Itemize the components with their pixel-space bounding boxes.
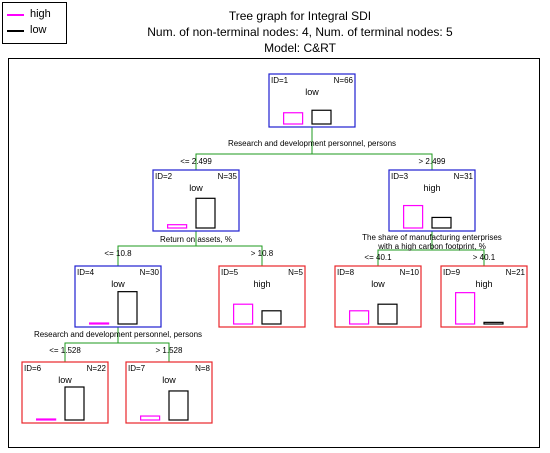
split-left-condition: <= 2.499 — [180, 157, 212, 166]
node-count: N=21 — [506, 268, 526, 277]
node-count: N=10 — [400, 268, 420, 277]
node-class-label: low — [58, 375, 72, 385]
split-edge — [377, 231, 485, 266]
split-left-condition: <= 40.1 — [364, 253, 392, 262]
split-variable-label: Research and development personnel, pers… — [228, 139, 396, 148]
node-bar-low — [117, 291, 138, 325]
split-right-condition: > 1.528 — [156, 346, 183, 355]
node-class-label: low — [305, 87, 319, 97]
node-bar-low — [261, 310, 282, 325]
node-class-label: low — [189, 183, 203, 193]
split-variable-label: Return on assets, % — [160, 235, 232, 244]
node-id: ID=6 — [24, 364, 42, 373]
split-left-condition: <= 1.528 — [49, 346, 81, 355]
legend-swatch-low — [7, 30, 24, 32]
node-bar-low — [168, 390, 189, 421]
node-bar-low — [377, 303, 398, 325]
node-bar-high — [349, 310, 370, 325]
split-left-condition: <= 10.8 — [104, 249, 132, 258]
node-bar-high — [140, 415, 161, 421]
node-bar-low — [64, 386, 85, 421]
node-class-label: high — [475, 279, 492, 289]
node-id: ID=7 — [128, 364, 146, 373]
node-id: ID=1 — [271, 76, 289, 85]
node-bar-high — [403, 204, 424, 229]
legend: high low — [2, 2, 67, 44]
node-bar-low — [431, 216, 452, 229]
node-count-summary: Num. of non-terminal nodes: 4, Num. of t… — [147, 25, 453, 39]
node-bar-high — [167, 224, 188, 229]
node-id: ID=9 — [443, 268, 461, 277]
node-bar-high — [89, 322, 110, 325]
node-bar-low — [195, 197, 216, 229]
split-edge — [195, 127, 433, 170]
legend-label-high: high — [30, 8, 51, 20]
chart-title: Tree graph for Integral SDI — [228, 9, 372, 23]
split-variable-label: Research and development personnel, pers… — [34, 330, 202, 339]
node-count: N=35 — [218, 172, 238, 181]
split-edge — [117, 231, 263, 266]
node-bar-low — [311, 109, 332, 125]
legend-label-low: low — [30, 24, 47, 36]
node-count: N=22 — [87, 364, 107, 373]
split-variable-label: The share of manufacturing enterprises — [362, 233, 502, 242]
node-count: N=8 — [195, 364, 210, 373]
split-right-condition: > 2.499 — [419, 157, 446, 166]
split-right-condition: > 10.8 — [251, 249, 274, 258]
node-count: N=31 — [454, 172, 474, 181]
node-count: N=30 — [140, 268, 160, 277]
node-id: ID=4 — [77, 268, 95, 277]
split-edge — [64, 327, 170, 362]
node-class-label: high — [253, 279, 270, 289]
node-bar-high — [233, 303, 254, 325]
node-class-label: low — [162, 375, 176, 385]
node-bar-low — [483, 321, 504, 325]
node-id: ID=3 — [391, 172, 409, 181]
split-right-condition: > 40.1 — [473, 253, 496, 262]
node-count: N=66 — [334, 76, 354, 85]
legend-swatch-high — [7, 14, 24, 16]
node-id: ID=2 — [155, 172, 173, 181]
node-count: N=5 — [288, 268, 303, 277]
model-name: Model: C&RT — [264, 41, 336, 55]
node-class-label: low — [111, 279, 125, 289]
split-variable-label: with a high carbon footprint, % — [377, 242, 486, 251]
node-id: ID=8 — [337, 268, 355, 277]
tree-frame — [8, 58, 540, 448]
node-id: ID=5 — [221, 268, 239, 277]
node-bar-high — [283, 112, 304, 125]
node-class-label: high — [423, 183, 440, 193]
node-bar-high — [455, 292, 476, 325]
node-bar-high — [36, 418, 57, 421]
node-class-label: low — [371, 279, 385, 289]
